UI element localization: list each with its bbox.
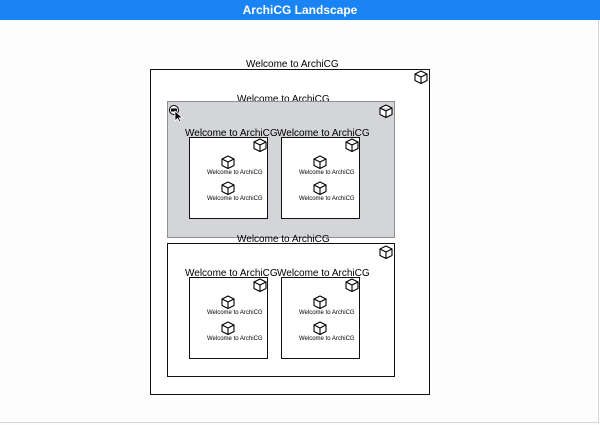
app-title: ArchiCG Landscape bbox=[242, 3, 358, 17]
child-node[interactable] bbox=[281, 277, 360, 359]
cube-icon[interactable] bbox=[313, 321, 327, 335]
leaf-label: Welcome to ArchiCG bbox=[299, 310, 355, 316]
leaf-label: Welcome to ArchiCG bbox=[207, 310, 263, 316]
cube-icon[interactable] bbox=[221, 295, 235, 309]
leaf-label: Welcome to ArchiCG bbox=[299, 336, 355, 342]
leaf-label: Welcome to ArchiCG bbox=[299, 170, 355, 176]
cube-icon[interactable] bbox=[221, 321, 235, 335]
cube-icon[interactable] bbox=[379, 104, 393, 118]
child-label: Welcome to ArchiCG bbox=[185, 268, 278, 279]
cube-icon[interactable] bbox=[345, 278, 359, 292]
cube-icon[interactable] bbox=[253, 278, 267, 292]
cube-icon[interactable] bbox=[379, 245, 393, 259]
child-node[interactable] bbox=[281, 137, 360, 219]
leaf-label: Welcome to ArchiCG bbox=[207, 336, 263, 342]
pointer-cursor-icon bbox=[169, 104, 184, 127]
cube-icon[interactable] bbox=[313, 155, 327, 169]
cube-icon[interactable] bbox=[345, 138, 359, 152]
app-title-bar: ArchiCG Landscape bbox=[0, 0, 600, 20]
cube-icon[interactable] bbox=[414, 70, 428, 84]
child-label: Welcome to ArchiCG bbox=[277, 128, 370, 139]
cube-icon[interactable] bbox=[313, 181, 327, 195]
cube-icon[interactable] bbox=[313, 295, 327, 309]
child-label: Welcome to ArchiCG bbox=[277, 268, 370, 279]
outer-node-label: Welcome to ArchiCG bbox=[246, 59, 339, 70]
group-label: Welcome to ArchiCG bbox=[237, 234, 330, 245]
leaf-label: Welcome to ArchiCG bbox=[207, 196, 263, 202]
child-node[interactable] bbox=[189, 137, 268, 219]
child-label: Welcome to ArchiCG bbox=[185, 128, 278, 139]
group-label: Welcome to ArchiCG bbox=[237, 94, 330, 105]
leaf-label: Welcome to ArchiCG bbox=[207, 170, 263, 176]
canvas-frame bbox=[0, 20, 599, 423]
child-node[interactable] bbox=[189, 277, 268, 359]
leaf-label: Welcome to ArchiCG bbox=[299, 196, 355, 202]
cube-icon[interactable] bbox=[221, 155, 235, 169]
cube-icon[interactable] bbox=[253, 138, 267, 152]
cube-icon[interactable] bbox=[221, 181, 235, 195]
